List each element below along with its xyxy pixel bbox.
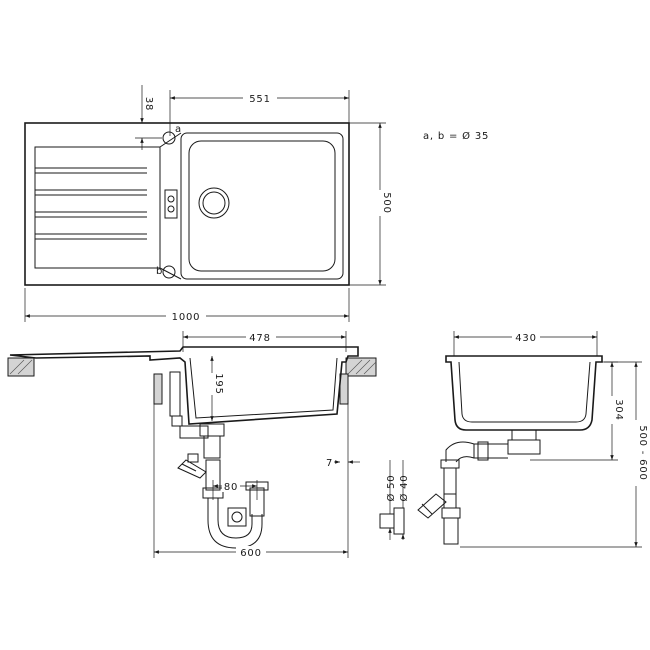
side-sink-profile: [445, 355, 603, 431]
sink-outline: [24, 122, 350, 286]
dim-195: 195: [213, 373, 224, 395]
overflow-knob-bottom: [167, 205, 175, 213]
dim-38: 38: [143, 97, 154, 111]
cabinet-wall-left: [153, 373, 163, 405]
sink-front-profile: [9, 346, 359, 425]
bowl-drain-outer: [198, 187, 230, 219]
hole-diameter-note: a, b = Ø 35: [423, 130, 489, 142]
divider-rim-outer: [159, 132, 182, 148]
overflow-knob-top: [167, 195, 175, 203]
overflow-control: [164, 189, 178, 219]
dim-551: 551: [249, 94, 271, 105]
worktop-left: [7, 357, 35, 377]
pipe-diameter-detail: Ø 50 Ø 40: [379, 460, 410, 540]
dim-478: 478: [249, 333, 271, 344]
top-view: a b 551 38 500 1000 a, b = Ø 35: [24, 85, 489, 323]
dim-7: 7: [326, 458, 333, 469]
drainboard: [34, 146, 161, 269]
label-a: a: [175, 124, 182, 135]
side-section-view: 430 304 500 - 600: [417, 331, 648, 548]
dim-600: 600: [240, 548, 262, 559]
dim-80: 80: [224, 482, 238, 493]
dim-1000: 1000: [172, 312, 201, 323]
waste-fitting: [169, 371, 269, 549]
dim-pipe-40: Ø 40: [398, 475, 410, 502]
dim-pipe-50: Ø 50: [385, 475, 397, 502]
side-waste-fitting: [417, 429, 541, 545]
dim-304: 304: [613, 399, 624, 421]
tap-hole-a: [162, 131, 176, 145]
dim-430: 430: [515, 333, 537, 344]
label-b: b: [156, 266, 163, 277]
worktop-right: [345, 357, 377, 377]
dim-500-600: 500 - 600: [637, 425, 648, 480]
front-section-view: 478 195 80: [7, 331, 377, 559]
tap-hole-b: [162, 265, 176, 279]
bowl-basin: [188, 140, 336, 272]
bowl-drain-inner: [202, 191, 226, 215]
dim-500: 500: [381, 192, 392, 214]
bowl-rim: [180, 132, 344, 280]
